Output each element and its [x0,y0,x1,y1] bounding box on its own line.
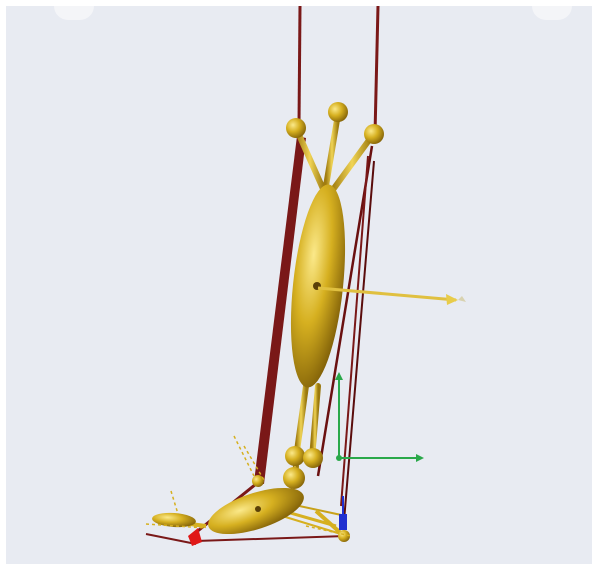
midfoot-joint [252,475,264,487]
model-viewport[interactable] [6,6,592,564]
talus-joint [283,467,305,489]
knee-joint-right [364,124,384,144]
musculoskeletal-scene [6,6,592,564]
bone-connectors [166,114,372,536]
rod-lower-right [312,386,318,458]
knee-joint-center [328,102,348,122]
muscle-line-left-upper [299,6,300,124]
knee-joint-left [286,118,306,138]
foot-center-marker [255,506,261,512]
muscle-line-heel [344,161,374,521]
ankle-joint-left [285,446,305,466]
muscle-line-sole-2 [146,534,196,544]
muscle-line-sole [196,536,346,541]
muscle-line-back-2 [341,156,368,506]
muscle-line-right-upper [375,6,378,134]
ankle-joint-right [303,448,323,468]
rod-center [326,114,338,186]
